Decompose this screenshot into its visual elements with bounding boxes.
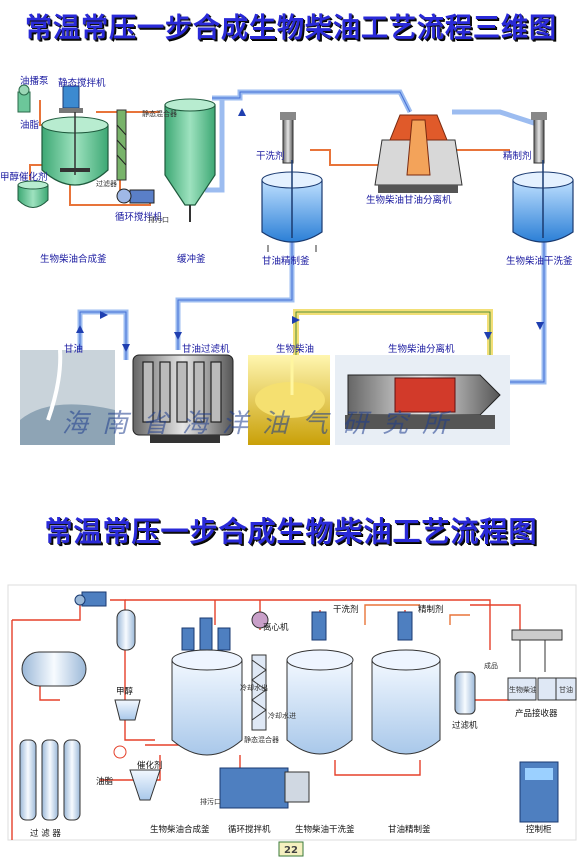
label-filters: 过 滤 器 (30, 828, 61, 839)
control-cabinet (519, 761, 559, 823)
label-catalyst: 催化剂 (137, 760, 163, 771)
label-filter: 过滤器 (96, 179, 117, 188)
page-number-badge: 22 (278, 841, 304, 857)
schematic-refiner (371, 611, 441, 755)
label-refine-agent: 精制剂 (503, 150, 532, 162)
schematic-washer (286, 611, 354, 755)
methanol-tank (116, 609, 136, 651)
flow-pipe-yellow (293, 309, 493, 365)
glycerol-photo (20, 349, 115, 445)
product-receiver (507, 677, 577, 701)
horizontal-tank (21, 651, 87, 687)
glycerol-centrifuge (374, 114, 463, 193)
label-refine-agent-2: 精制剂 (418, 604, 444, 615)
process-3d-diagram: 油播泵 静态搅拌机 油脂 甲醇催化剂 过滤器 循环搅拌机 静态混合器 排污口 生… (0, 75, 574, 445)
methanol-catalyst-tank (17, 180, 49, 208)
label-circ-mixer: 循环搅拌机 (115, 211, 163, 223)
buffer-tank (164, 98, 216, 222)
schematic-static-mixer (251, 654, 267, 731)
schematic-centrifuge (251, 611, 269, 629)
schematic-pump (74, 591, 107, 607)
label-buffer: 缓冲釜 (177, 253, 206, 265)
label-tank-biodiesel: 生物柴油 (509, 685, 537, 694)
label-reactor-2: 生物柴油合成釜 (150, 824, 210, 835)
label-oil-pump: 油播泵 (20, 75, 49, 87)
top-diagram-title: 常温常压一步合成生物柴油工艺流程三维图 (25, 13, 557, 44)
label-circ-mixer-2: 循环搅拌机 (228, 824, 271, 835)
biodiesel-separator (335, 355, 510, 445)
circulation-mixer (116, 188, 155, 204)
biodiesel-photo (248, 355, 330, 445)
label-oil-feed: 油脂 (20, 119, 40, 131)
label-methanol: 甲醇 (116, 686, 134, 697)
label-biodiesel-sep: 生物柴油分离机 (388, 343, 455, 355)
label-product: 成品 (484, 661, 498, 670)
label-oil: 油脂 (96, 776, 114, 787)
filter-cylinders (19, 739, 81, 821)
label-static-mixer: 静态搅拌机 (58, 77, 106, 89)
label-glycerol-centrifuge: 生物柴油甘油分离机 (366, 194, 452, 206)
oil-pump (17, 84, 31, 113)
label-biodiesel: 生物柴油 (276, 343, 314, 355)
label-wash-agent-2: 干洗剂 (333, 604, 359, 615)
schematic-reactor (171, 617, 243, 756)
label-tank-glycerol: 甘油 (559, 685, 573, 694)
label-wash-agent: 干洗剂 (256, 150, 285, 162)
label-washer: 生物柴油干洗釜 (295, 824, 355, 835)
schematic-filter-machine (454, 671, 476, 715)
label-centrifuge: 离心机 (263, 622, 289, 633)
label-reactor: 生物柴油合成釜 (40, 253, 107, 265)
flow-arrows (76, 108, 544, 352)
reactor-vessel (41, 112, 109, 186)
flow-pipes-blue-core (79, 91, 545, 383)
label-glycerol-filter: 甘油过滤机 (182, 343, 230, 355)
label-cooling-in: 冷却水进 (268, 711, 296, 720)
label-cooling-out: 冷却水出 (240, 683, 268, 692)
label-control: 控制柜 (526, 824, 552, 835)
static-mixer-motor (59, 85, 83, 113)
catalyst-funnel (129, 769, 161, 801)
schematic-dispenser (511, 629, 563, 672)
bottom-diagram-title: 常温常压一步合成生物柴油工艺流程图 (44, 515, 538, 548)
static-mixer-column (116, 109, 127, 181)
label-glycerol-refine: 甘油精制釜 (262, 255, 310, 267)
flow-meter-icon (113, 745, 127, 759)
label-glycerol: 甘油 (64, 343, 83, 355)
label-filter-machine: 过滤机 (452, 720, 478, 731)
label-outlet-2: 排污口 (200, 797, 221, 806)
label-refiner: 甘油精制釜 (388, 824, 431, 835)
schematic-circ-mixer (219, 767, 310, 809)
label-product-receiver: 产品接收器 (515, 708, 558, 719)
glycerol-filter-machine (132, 354, 234, 443)
label-static-mixer-2: 静态混合器 (244, 735, 279, 744)
label-small-outlet: 排污口 (148, 215, 169, 224)
label-methanol-catalyst: 甲醇催化剂 (0, 171, 48, 183)
page-number: 22 (284, 845, 298, 856)
label-biodiesel-wash: 生物柴油干洗釜 (506, 255, 573, 267)
watermark: 海南省海洋油气研究所 (62, 409, 462, 439)
methanol-funnel (114, 699, 141, 721)
glycerol-refining-kettle (261, 112, 323, 252)
label-small-static: 静态混合器 (142, 109, 177, 118)
biodiesel-washing-kettle (512, 112, 574, 243)
